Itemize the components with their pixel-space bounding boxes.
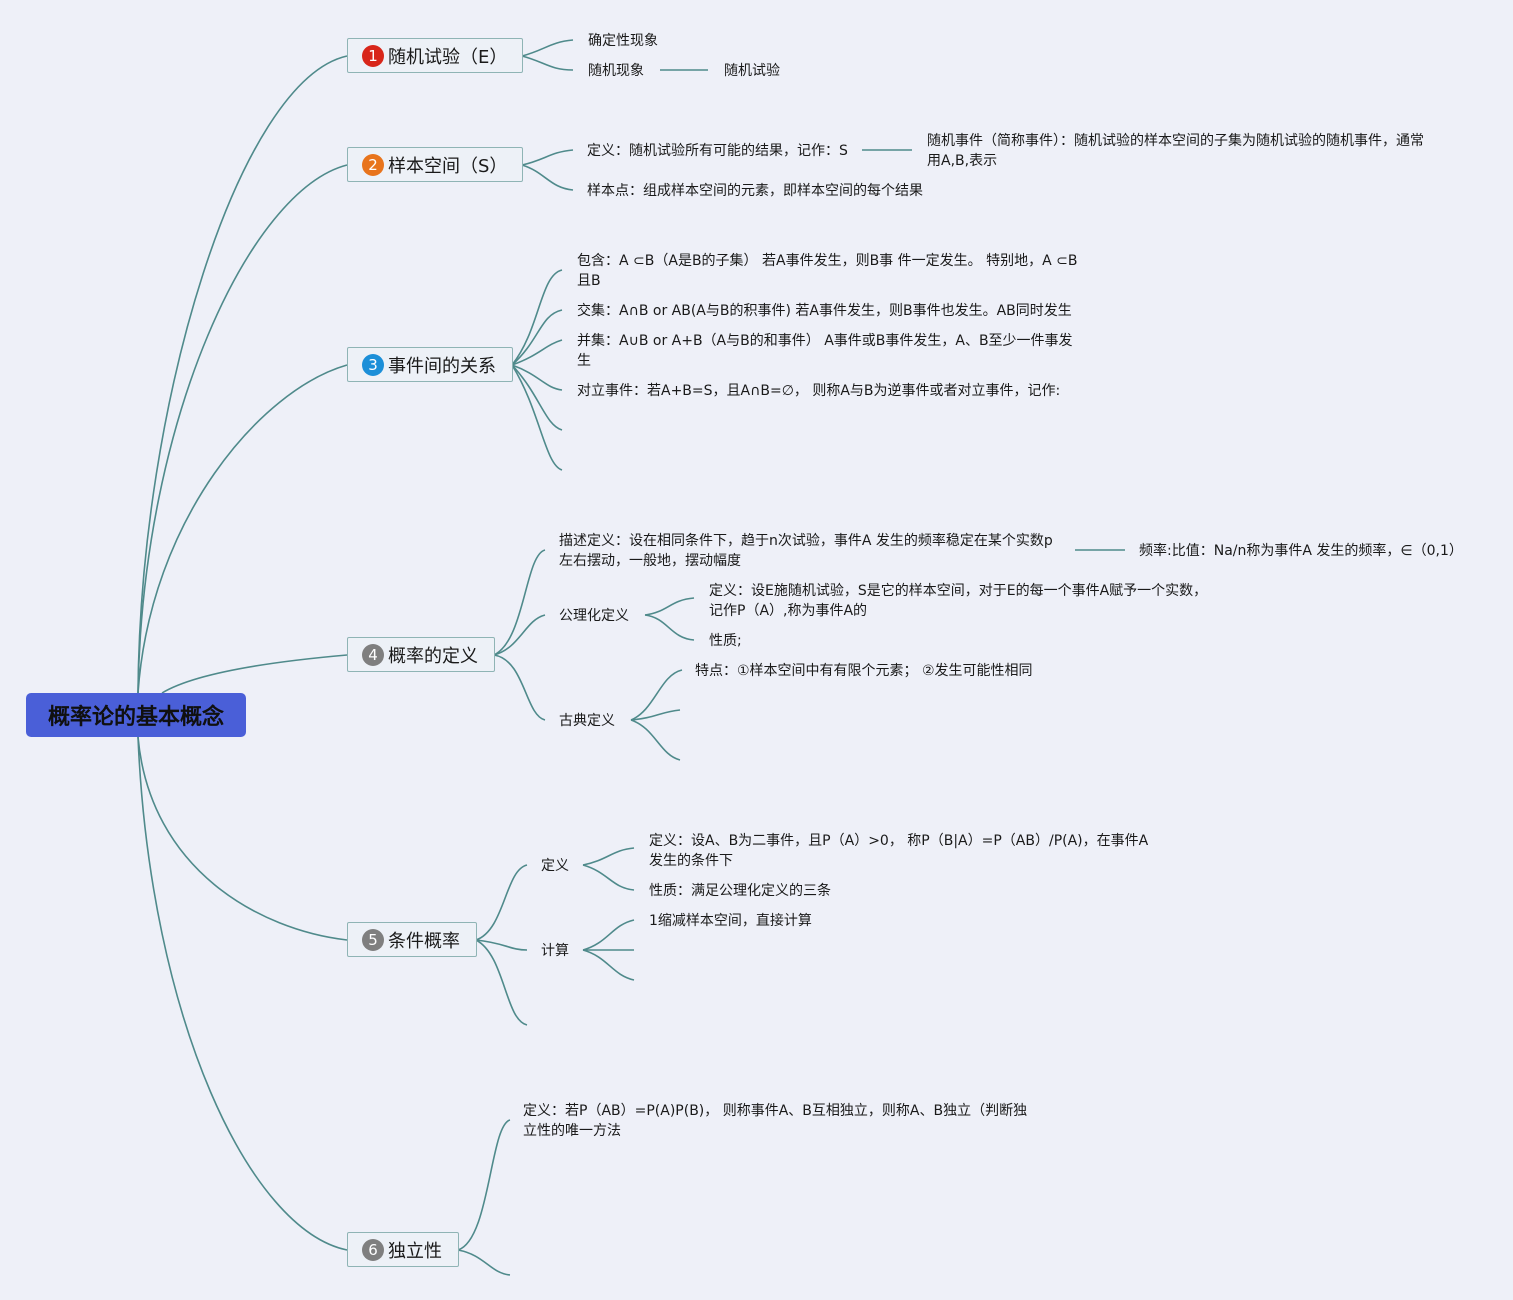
node-deterministic-phenomenon[interactable]: 确定性现象 bbox=[588, 33, 658, 49]
node-sample-space-definition[interactable]: 定义：随机试验所有可能的结果，记作：S bbox=[587, 143, 848, 159]
node-classical-definition[interactable]: 古典定义 bbox=[559, 713, 615, 729]
branch-random-experiment[interactable]: 1 随机试验（E） bbox=[347, 38, 523, 73]
number-1-badge: 1 bbox=[362, 44, 384, 67]
node-classical-features[interactable]: 特点：①样本空间中有有限个元素； ②发生可能性相同 bbox=[695, 663, 1033, 679]
node-reduce-sample-space[interactable]: 1缩减样本空间，直接计算 bbox=[649, 913, 812, 929]
branch-label: 条件概率 bbox=[388, 930, 460, 952]
node-axiomatic-detail[interactable]: 定义：设E施随机试验，S是它的样本空间，对于E的每一个事件A赋予一个实数，记作P… bbox=[709, 583, 1208, 619]
node-random-phenomenon[interactable]: 随机现象 bbox=[588, 63, 644, 79]
root-title: 概率论的基本概念 bbox=[47, 705, 224, 730]
node-intersection[interactable]: 交集：A∩B or AB(A与B的积事件) 若A事件发生，则B事件也发生。AB同… bbox=[577, 303, 1072, 319]
node-conditional-properties[interactable]: 性质：满足公理化定义的三条 bbox=[649, 883, 831, 899]
branch-sample-space[interactable]: 2 样本空间（S） bbox=[347, 147, 523, 182]
number-3-badge: 3 bbox=[362, 353, 384, 376]
node-conditional-formula[interactable]: 定义：设A、B为二事件，且P（A）>0， 称P（B|A）=P（AB）/P(A)，… bbox=[649, 833, 1149, 869]
node-conditional-definition[interactable]: 定义 bbox=[541, 858, 569, 874]
root-node[interactable]: 概率论的基本概念 bbox=[26, 693, 246, 737]
number-6-badge: 6 bbox=[362, 1238, 384, 1261]
node-properties[interactable]: 性质; bbox=[709, 633, 742, 649]
branch-probability-definition[interactable]: 4 概率的定义 bbox=[347, 637, 495, 672]
branch-label: 独立性 bbox=[388, 1240, 442, 1262]
node-descriptive-definition[interactable]: 描述定义：设在相同条件下，趋于n次试验，事件A 发生的频率稳定在某个实数p左右摆… bbox=[559, 533, 1053, 569]
node-sample-point[interactable]: 样本点：组成样本空间的元素，即样本空间的每个结果 bbox=[587, 183, 923, 199]
branch-label: 事件间的关系 bbox=[388, 355, 496, 377]
number-2-badge: 2 bbox=[362, 153, 384, 176]
branch-event-relations[interactable]: 3 事件间的关系 bbox=[347, 347, 513, 382]
node-random-event[interactable]: 随机事件（简称事件）：随机试验的样本空间的子集为随机试验的随机事件，通常用A,B… bbox=[927, 133, 1424, 169]
branch-conditional-probability[interactable]: 5 条件概率 bbox=[347, 922, 477, 957]
node-axiomatic-definition[interactable]: 公理化定义 bbox=[559, 608, 629, 624]
branch-independence[interactable]: 6 独立性 bbox=[347, 1232, 459, 1267]
branch-label: 样本空间（S） bbox=[388, 155, 508, 177]
number-5-badge: 5 bbox=[362, 928, 384, 951]
node-union[interactable]: 并集：A∪B or A+B（A与B的和事件） A事件或B事件发生，A、B至少一件… bbox=[577, 333, 1073, 369]
branch-label: 随机试验（E） bbox=[388, 46, 508, 68]
number-4-badge: 4 bbox=[362, 643, 384, 666]
node-random-experiment[interactable]: 随机试验 bbox=[724, 63, 780, 79]
node-independence-definition[interactable]: 定义：若P（AB）=P(A)P(B)， 则称事件A、B互相独立，则称A、B独立（… bbox=[523, 1103, 1028, 1139]
node-calculation[interactable]: 计算 bbox=[541, 943, 569, 959]
node-complementary-event[interactable]: 对立事件：若A+B=S，且A∩B=∅， 则称A与B为逆事件或者对立事件，记作: bbox=[577, 383, 1061, 399]
node-frequency[interactable]: 频率:比值：Na/n称为事件A 发生的频率，∈（0,1） bbox=[1139, 543, 1463, 559]
branch-label: 概率的定义 bbox=[388, 645, 478, 667]
node-inclusion[interactable]: 包含：A ⊂B（A是B的子集） 若A事件发生，则B事 件一定发生。 特别地，A … bbox=[577, 253, 1078, 289]
